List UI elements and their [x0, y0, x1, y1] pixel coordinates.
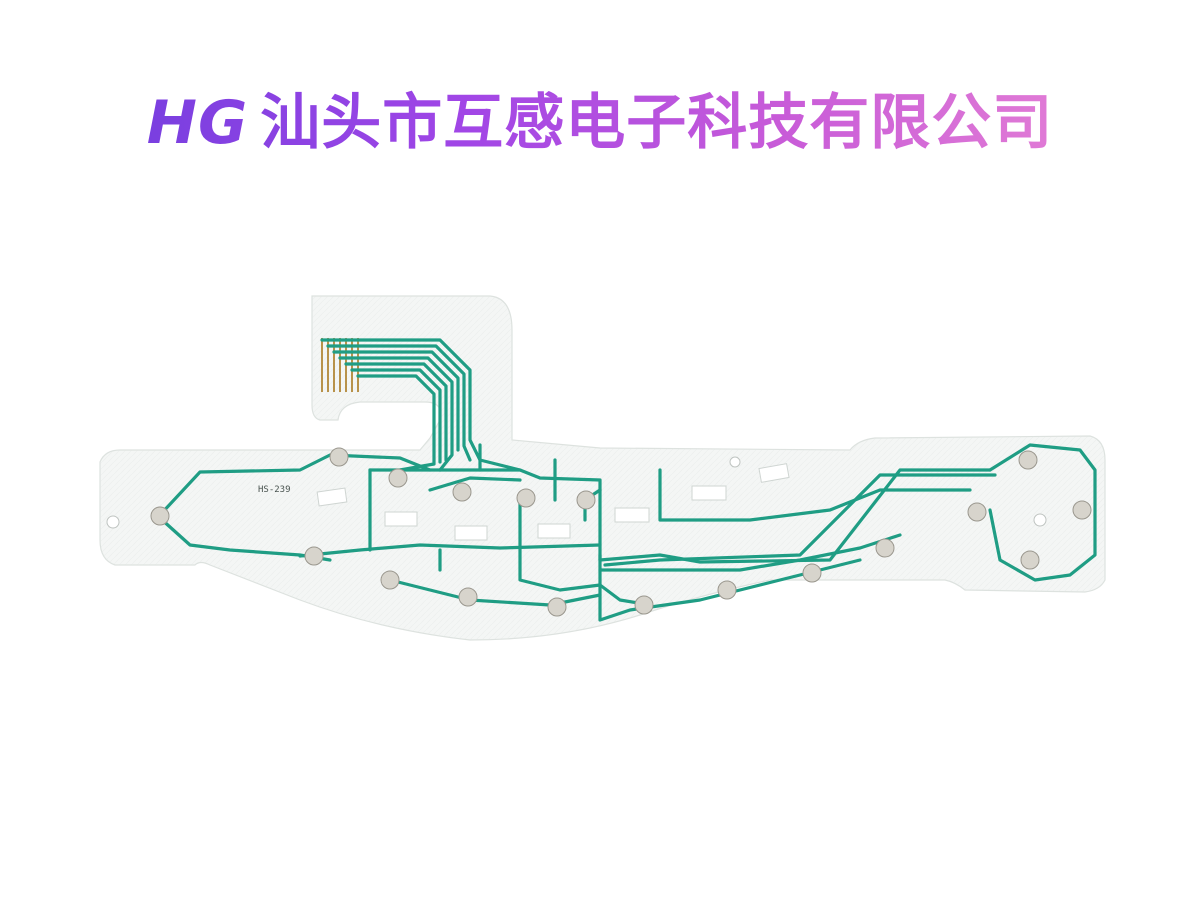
switch-pad [802, 563, 822, 583]
switch-pad [1018, 450, 1038, 470]
switch-pad [717, 580, 737, 600]
window-cutout [316, 487, 348, 507]
switch-pad [1072, 500, 1092, 520]
window-cutout [454, 525, 488, 541]
circuit-traces [158, 338, 1097, 622]
switch-pad [634, 595, 654, 615]
window-cutout [537, 523, 571, 539]
switch-pad [967, 502, 987, 522]
switch-pad [576, 490, 596, 510]
switch-pad [388, 468, 408, 488]
switch-pad [452, 482, 472, 502]
switch-pad [329, 447, 349, 467]
window-cutout [614, 507, 650, 523]
switch-pad [304, 546, 324, 566]
switch-pads [150, 447, 1092, 617]
switch-pad [150, 506, 170, 526]
part-label: HS-239 [258, 485, 291, 495]
mounting-hole [106, 515, 120, 529]
switch-pad [547, 597, 567, 617]
switch-pad [1020, 550, 1040, 570]
switch-pad [516, 488, 536, 508]
mounting-hole [1033, 513, 1047, 527]
window-cutout [691, 485, 727, 501]
window-cutout [758, 463, 790, 483]
window-cutout [384, 511, 418, 527]
switch-pad [875, 538, 895, 558]
mounting-hole [729, 456, 741, 468]
switch-pad [380, 570, 400, 590]
switch-pad [458, 587, 478, 607]
